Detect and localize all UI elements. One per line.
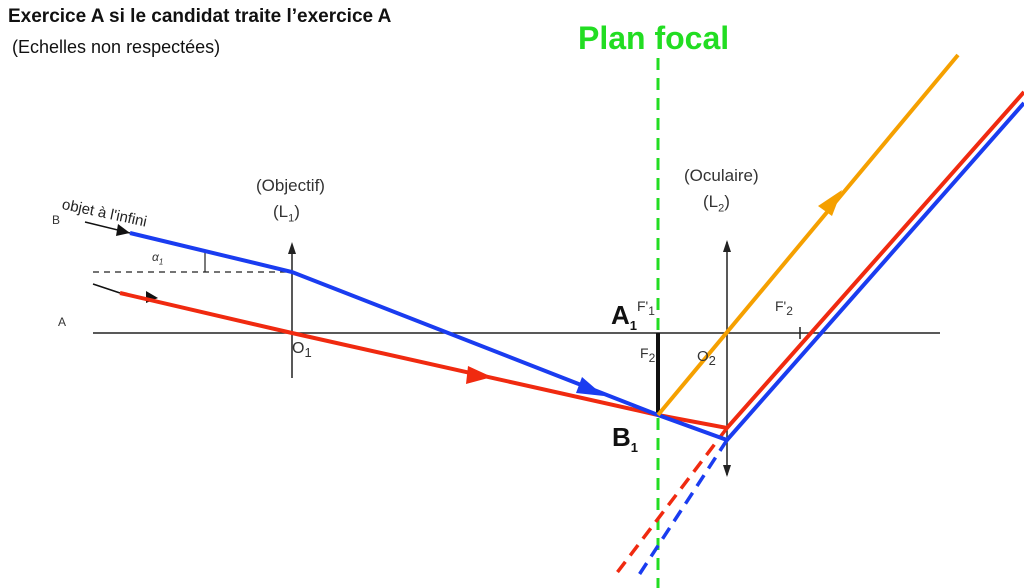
orange-arrow-icon <box>818 190 842 216</box>
eyepiece-lens-label: (L2) <box>703 192 730 215</box>
blue-ray <box>129 101 1024 443</box>
f1p-letter: F' <box>637 298 649 314</box>
alpha-sub: 1 <box>158 257 164 267</box>
red-ray <box>119 90 1024 431</box>
f2p-letter: F' <box>775 298 787 314</box>
arrow-icon <box>116 224 130 236</box>
eyepiece-label: (Oculaire) <box>684 166 759 185</box>
point-b-label: B <box>52 213 61 227</box>
lens-l1 <box>288 242 296 378</box>
f2-prime-label: F'2 <box>775 298 793 318</box>
lens-l1-name: L <box>278 202 289 221</box>
red-arrow-icon <box>466 366 492 384</box>
orange-ray <box>656 53 960 417</box>
lens-l2-sub: 2 <box>718 202 725 215</box>
objective-lens-label: (L1) <box>273 202 300 225</box>
lens-l1-sub: 1 <box>288 212 295 225</box>
a1-label: A1 <box>611 300 637 333</box>
page-subtitle: (Echelles non respectées) <box>12 37 221 57</box>
o1-letter: O <box>292 340 305 357</box>
incoming-ray-a <box>92 283 121 294</box>
f2-sub: 2 <box>648 350 656 365</box>
focal-plane-label: Plan focal <box>578 20 730 56</box>
f2-letter: F <box>640 345 649 361</box>
red-dashed-extension <box>611 426 729 580</box>
f2p-sub: 2 <box>786 303 793 318</box>
b1-label: B1 <box>612 422 638 455</box>
alpha-label: α1 <box>152 250 163 266</box>
point-a-label: A <box>58 315 67 329</box>
a1-letter: A <box>611 300 630 330</box>
b1-sub: 1 <box>630 440 639 456</box>
o2-sub: 2 <box>708 353 716 368</box>
o2-letter: O <box>697 348 709 365</box>
o1-label: O1 <box>292 340 312 360</box>
f1p-sub: 1 <box>648 303 655 318</box>
a1-sub: 1 <box>629 318 638 334</box>
f1-prime-label: F'1 <box>637 298 655 318</box>
blue-arrow-icon <box>576 377 604 396</box>
o2-label: O2 <box>697 348 716 368</box>
o1-sub: 1 <box>304 345 312 361</box>
lens-l2-name: L <box>708 192 719 211</box>
lens-l2 <box>723 240 731 477</box>
f2-label: F2 <box>640 345 655 365</box>
objective-label: (Objectif) <box>256 176 325 195</box>
blue-dashed-extension <box>635 439 729 579</box>
alpha-symbol: α <box>152 250 159 264</box>
b1-letter: B <box>612 422 631 452</box>
page-title: Exercice A si le candidat traite l’exerc… <box>8 6 392 27</box>
